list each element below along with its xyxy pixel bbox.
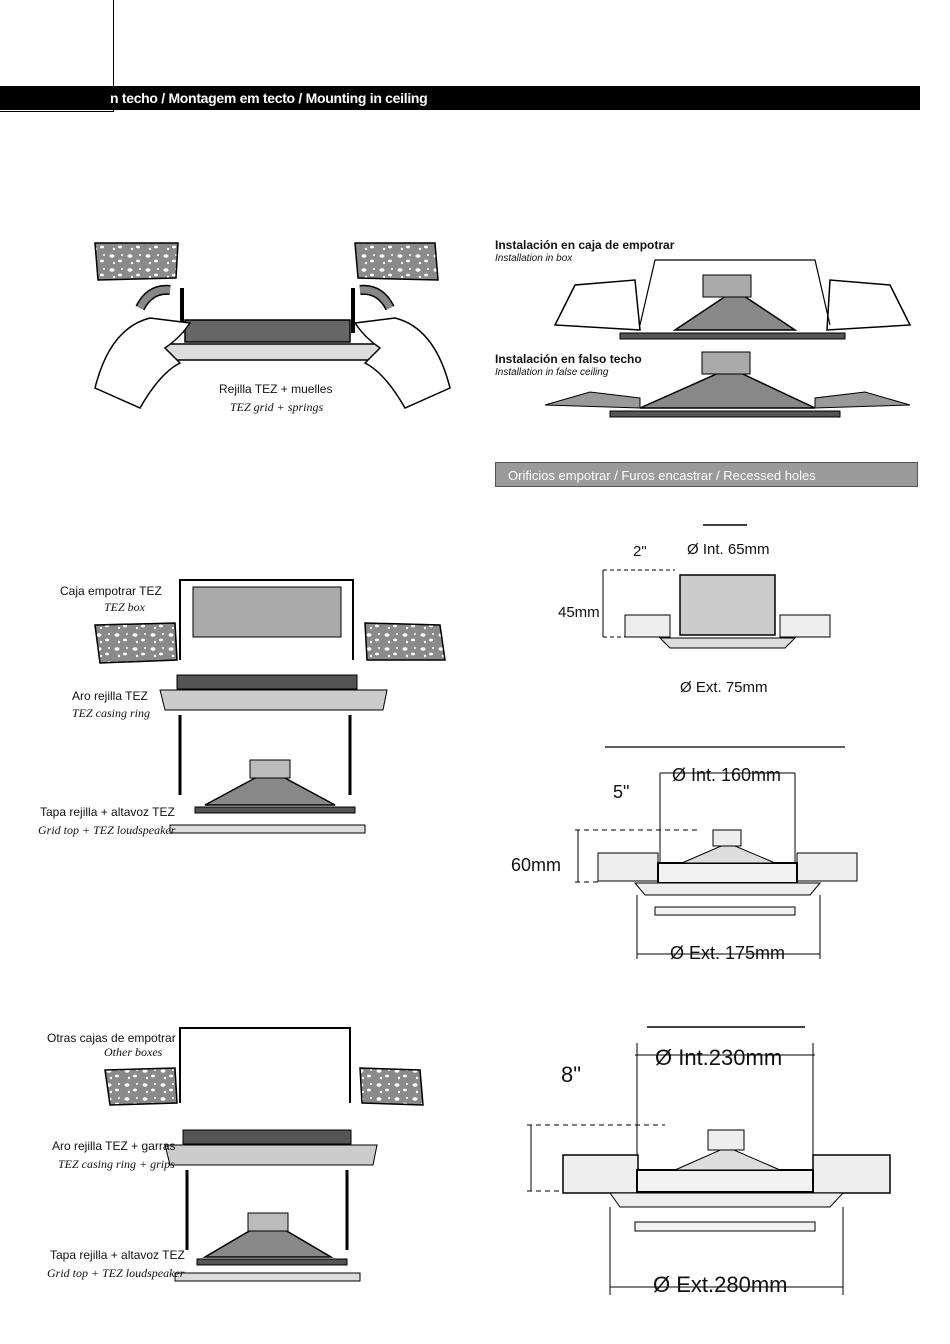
dims-2in-drawing	[602, 524, 831, 649]
step3-ring-en: TEZ casing ring + grips	[58, 1157, 175, 1171]
step1-illustration	[94, 242, 451, 409]
dims-5in-int: Ø Int. 160mm	[672, 765, 782, 785]
recessed-holes-label: Orificios empotrar / Furos encastrar / R…	[508, 468, 816, 483]
step2-ring-en: TEZ casing ring	[72, 706, 151, 720]
step3-top-en: Grid top + TEZ loudspeaker	[47, 1266, 185, 1280]
dims-2in-int: Ø Int. 65mm	[687, 541, 770, 558]
install-false-diagram	[544, 351, 911, 418]
step2-box-en: TEZ box	[104, 600, 146, 614]
dims-2in-height: 45mm	[558, 604, 600, 621]
section-header-title: n techo / Montagem em tecto / Mounting i…	[110, 90, 428, 106]
step1-caption-es: Rejilla TEZ + muelles	[219, 382, 333, 396]
dims-5in-height: 60mm	[511, 855, 562, 875]
step2-top-en: Grid top + TEZ loudspeaker	[38, 823, 176, 837]
dims-5in-size: 5"	[613, 782, 630, 802]
install-false-subtitle: Installation in false ceiling	[495, 367, 609, 378]
dims-5in-drawing	[575, 746, 858, 959]
install-box-title: Instalación en caja de empotrar	[495, 238, 675, 252]
step1-caption-en: TEZ grid + springs	[230, 400, 324, 414]
dims-8in-ext: Ø Ext.280mm	[653, 1272, 788, 1297]
corner-tab-frame	[0, 0, 114, 112]
dims-2in-ext: Ø Ext. 75mm	[680, 679, 768, 696]
step2-ring-es: Aro rejilla TEZ	[72, 689, 148, 703]
step3-box-es: Otras cajas de empotrar	[47, 1031, 176, 1045]
step2-top-es: Tapa rejilla + altavoz TEZ	[40, 805, 175, 819]
section-header-bar: n techo / Montagem em tecto / Mounting i…	[0, 86, 920, 110]
dims-8in-size: 8"	[561, 1062, 582, 1087]
step2-illustration	[94, 579, 446, 834]
step3-ring-es: Aro rejilla TEZ + garras	[52, 1139, 176, 1153]
dims-8in-int: Ø Int.230mm	[655, 1045, 783, 1070]
dims-8in-drawing	[527, 1026, 891, 1295]
recessed-holes-bar: Orificios empotrar / Furos encastrar / R…	[495, 462, 918, 487]
step3-top-es: Tapa rejilla + altavoz TEZ	[50, 1248, 185, 1262]
dims-5in-ext: Ø Ext. 175mm	[670, 943, 786, 963]
step2-box-es: Caja empotrar TEZ	[60, 584, 162, 598]
install-false-title: Instalación en falso techo	[495, 352, 642, 366]
step3-illustration	[104, 1027, 424, 1282]
install-box-subtitle: Installation in box	[495, 253, 573, 264]
install-box-diagram	[553, 259, 912, 340]
dims-2in-size: 2"	[633, 543, 647, 560]
step3-box-en: Other boxes	[104, 1045, 163, 1059]
